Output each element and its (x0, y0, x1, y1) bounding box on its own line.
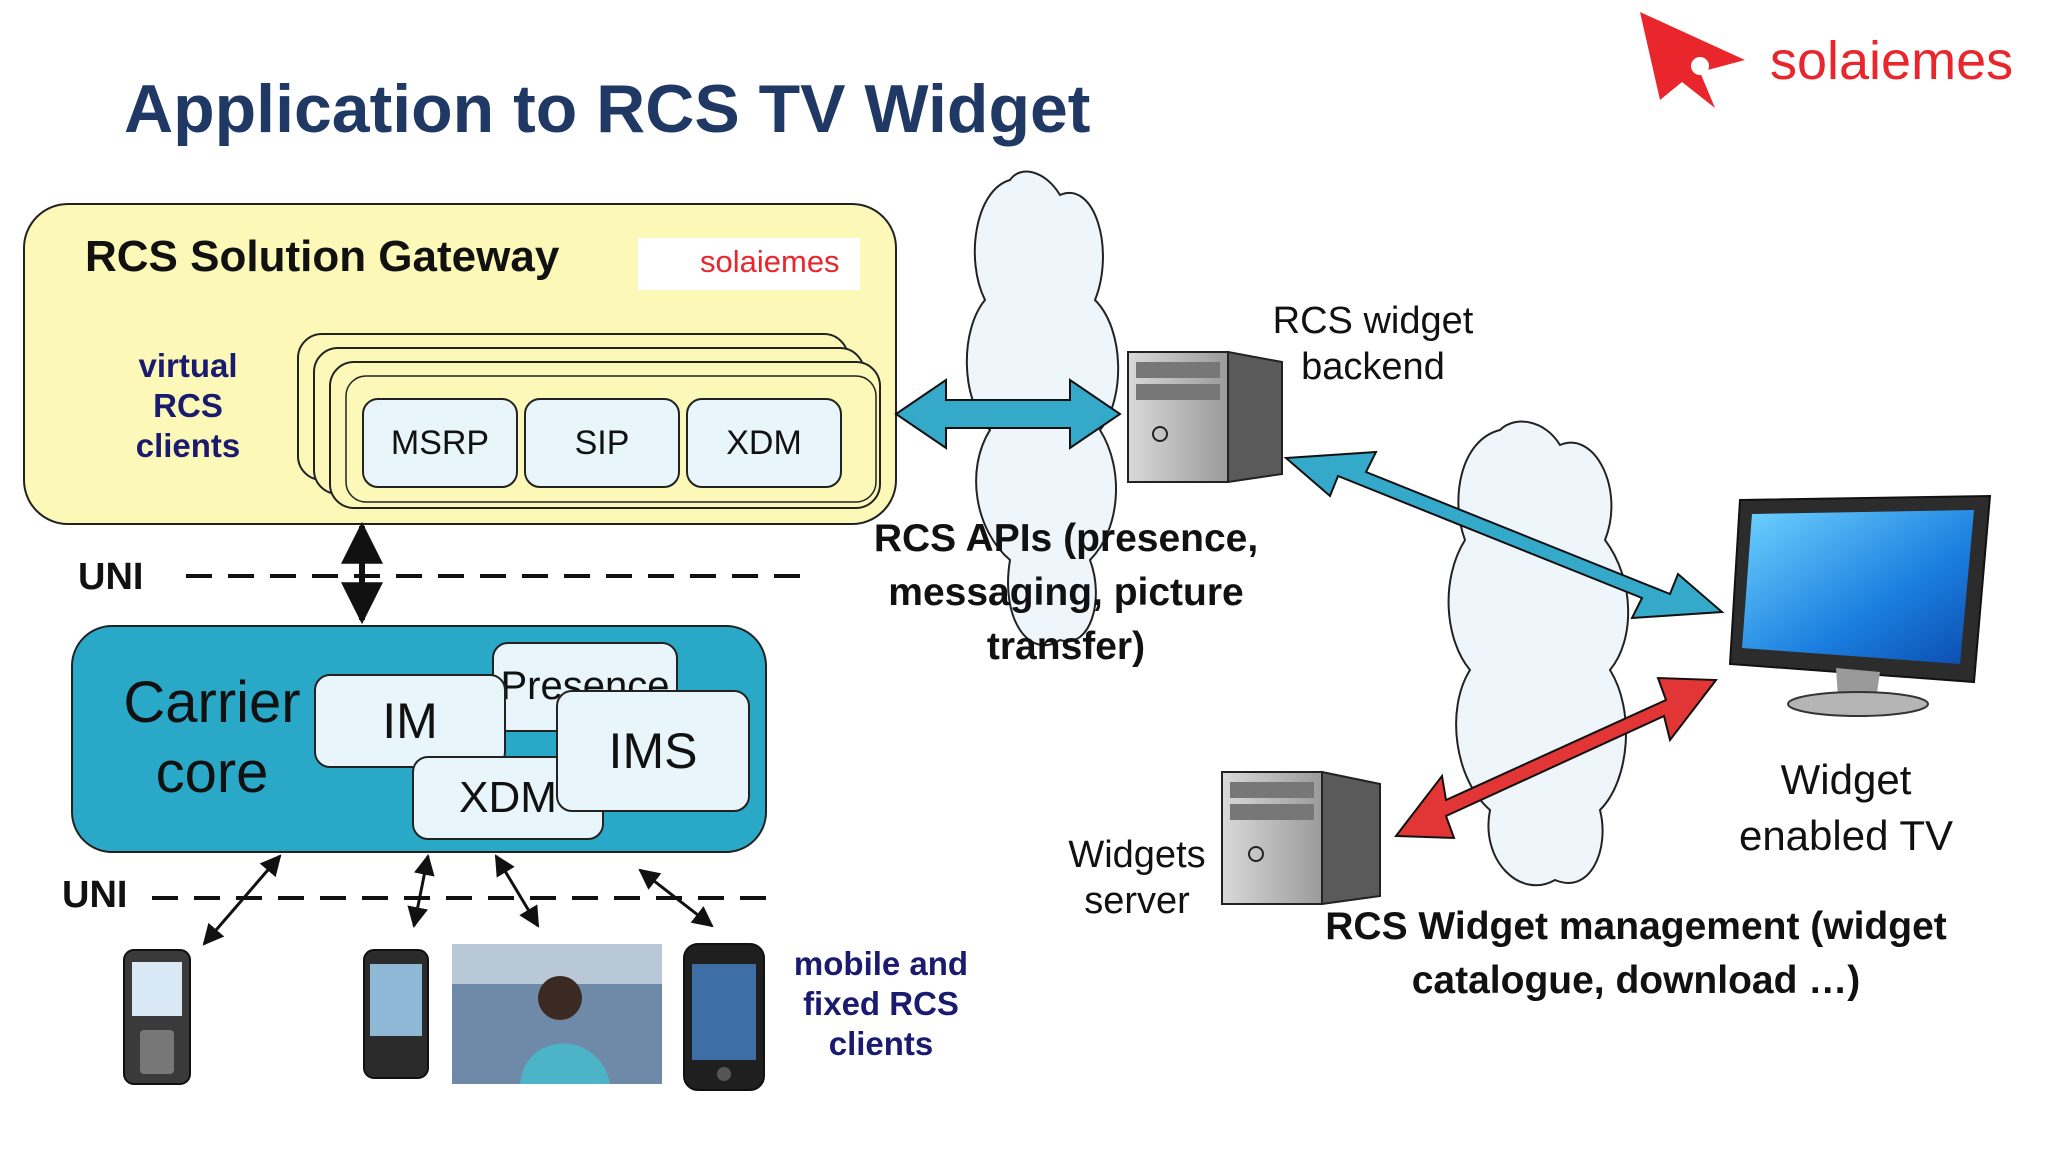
mobile-fixed-clients-label: mobile and fixed RCS clients (793, 945, 969, 1062)
widgets-server-icon (1221, 770, 1381, 906)
backend-label: RCS widget backend (1272, 300, 1474, 388)
android-phone-icon (363, 949, 429, 1079)
tv-icon (1728, 494, 1992, 717)
virtual-clients-label: virtual RCS clients (135, 347, 241, 464)
im-box: IM (314, 674, 506, 768)
network-cloud-lower (1447, 420, 1630, 887)
uni-label-bottom: UNI (62, 874, 128, 916)
brand-logo-mark (1640, 12, 1745, 108)
management-arrow (1394, 676, 1718, 840)
gateway-badge (638, 238, 860, 290)
msrp-box: MSRP (362, 398, 518, 488)
backend-tv-arrow (1283, 450, 1725, 620)
widgets-server-label: Widgets server (1068, 834, 1206, 922)
brand-logo-text: solaiemes (1770, 31, 2014, 91)
rcs-api-arrow (894, 378, 1122, 450)
sip-box: SIP (524, 398, 680, 488)
xdm-gateway-box: XDM (686, 398, 842, 488)
ims-box: IMS (556, 690, 750, 812)
uni-label-top: UNI (78, 556, 144, 598)
page-title: Application to RCS TV Widget (124, 71, 1091, 147)
iphone-icon (683, 943, 765, 1091)
call-center-photo (452, 944, 662, 1084)
widget-management-label: RCS Widget management (widget catalogue,… (1325, 905, 1947, 1002)
gateway-label: RCS Solution Gateway (85, 232, 560, 281)
gateway-badge-text: solaiemes (700, 244, 840, 279)
carrier-core-label: Carrier core (123, 670, 301, 805)
backend-server-icon (1127, 350, 1283, 484)
nokia-phone-icon (123, 949, 191, 1085)
rcs-apis-label: RCS APIs (presence, messaging, picture t… (873, 517, 1259, 668)
tv-label: Widget enabled TV (1738, 756, 1954, 859)
